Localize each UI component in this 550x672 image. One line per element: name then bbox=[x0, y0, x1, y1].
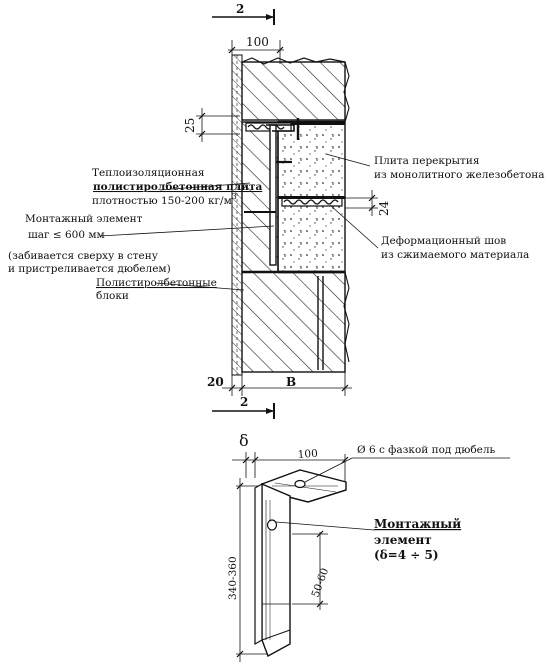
svg-text:элемент: элемент bbox=[374, 533, 432, 547]
label-slab: Плита перекрытия из монолитного железобе… bbox=[374, 155, 545, 181]
svg-text:Монтажный элемент: Монтажный элемент bbox=[25, 213, 143, 225]
label-bracket: Монтажный элемент (δ=4 ÷ 5) bbox=[374, 517, 461, 562]
svg-text:Ø 6 с фазкой под дюбель: Ø 6 с фазкой под дюбель bbox=[357, 444, 496, 456]
label-seam: Деформационный шов из сжимаемого материа… bbox=[381, 235, 529, 261]
wall-section bbox=[231, 54, 350, 376]
section-mark-top-label: 2 bbox=[236, 2, 244, 16]
dimension-left-offset-label: 20 bbox=[207, 375, 224, 389]
svg-text:Теплоизоляционная: Теплоизоляционная bbox=[92, 167, 205, 179]
label-insulation-plate: Теплоизоляционная полистиролбетонная пли… bbox=[92, 167, 262, 207]
dimension-bracket-slot-label: 50-60 bbox=[310, 566, 332, 599]
svg-text:блоки: блоки bbox=[96, 290, 129, 302]
section-mark-top: 2 bbox=[212, 2, 275, 25]
dimension-slab-offset: 25 bbox=[183, 108, 240, 142]
dimension-bracket-height-label: 340-360 bbox=[227, 556, 239, 600]
dimension-delta-label: δ bbox=[239, 431, 249, 450]
svg-text:Монтажный: Монтажный bbox=[374, 517, 461, 531]
label-mounting-element: Монтажный элемент шаг ≤ 600 мм (забивает… bbox=[8, 213, 171, 275]
svg-text:плотностью 150-200 кг/м3: плотностью 150-200 кг/м3 bbox=[92, 192, 237, 207]
dimension-bracket-width-label: 100 bbox=[297, 448, 318, 461]
section-mark-bottom-label: 2 bbox=[240, 395, 248, 409]
section-mark-bottom: 2 bbox=[212, 395, 275, 419]
svg-text:Деформационный шов: Деформационный шов bbox=[381, 235, 506, 247]
label-hole: Ø 6 с фазкой под дюбель bbox=[357, 444, 496, 456]
dimension-slab-offset-label: 25 bbox=[183, 118, 197, 133]
dimension-top-width-label: 100 bbox=[246, 35, 269, 49]
svg-text:(δ=4 ÷ 5): (δ=4 ÷ 5) bbox=[374, 548, 439, 562]
svg-text:шаг ≤ 600 мм: шаг ≤ 600 мм bbox=[28, 229, 105, 241]
svg-text:(забивается сверху в стену: (забивается сверху в стену bbox=[8, 250, 159, 262]
bracket-detail: δ 100 340-360 bbox=[227, 431, 510, 662]
svg-text:и пристреливается дюбелем): и пристреливается дюбелем) bbox=[8, 263, 171, 275]
dimension-seam-height-label: 24 bbox=[377, 200, 391, 216]
svg-text:из монолитного железобетона: из монолитного железобетона bbox=[374, 169, 545, 181]
svg-text:из сжимаемого материала: из сжимаемого материала bbox=[381, 249, 529, 261]
svg-text:полистиролбетонная плита: полистиролбетонная плита bbox=[93, 181, 262, 193]
leader-lines bbox=[99, 153, 379, 291]
dimension-seam-height: 24 bbox=[345, 190, 391, 216]
dimension-wall-width-label: B bbox=[286, 375, 296, 389]
dimension-bottom: 20 B bbox=[207, 372, 352, 396]
dimension-top-width: 100 bbox=[228, 35, 284, 64]
svg-text:Полистиролбетонные: Полистиролбетонные bbox=[96, 277, 217, 289]
label-blocks: Полистиролбетонные блоки bbox=[96, 277, 217, 302]
svg-text:Плита перекрытия: Плита перекрытия bbox=[374, 155, 480, 167]
